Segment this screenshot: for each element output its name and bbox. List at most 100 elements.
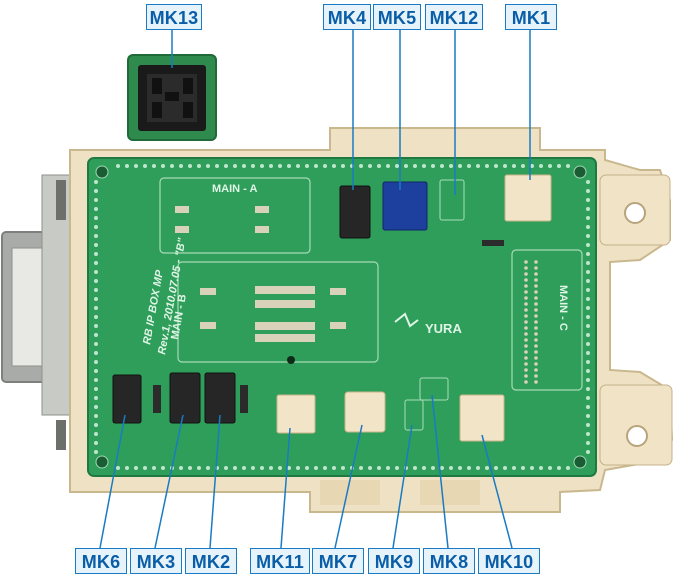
- pcb-hole: [422, 164, 426, 168]
- pcb-hole: [215, 164, 219, 168]
- pcb-hole: [586, 207, 590, 211]
- pcb-hole: [586, 423, 590, 427]
- label-mk6: MK6: [75, 548, 127, 574]
- pcb-hole: [524, 296, 528, 300]
- pcb-hole: [377, 466, 381, 470]
- pcb-hole: [534, 272, 538, 276]
- pcb-hole: [94, 333, 98, 337]
- relay-mk13: [127, 54, 217, 141]
- pcb-hole: [534, 332, 538, 336]
- pcb-hole: [152, 466, 156, 470]
- pcb-hole: [524, 362, 528, 366]
- pcb-hole: [534, 374, 538, 378]
- pcb-hole: [539, 466, 543, 470]
- pcb-hole: [179, 164, 183, 168]
- pcb-hole: [494, 466, 498, 470]
- pcb-hole: [524, 284, 528, 288]
- pcb-hole: [94, 405, 98, 409]
- pcb-hole: [152, 164, 156, 168]
- label-mk10: MK10: [478, 548, 540, 574]
- pcb-hole: [458, 164, 462, 168]
- label-mk1: MK1: [505, 4, 557, 30]
- pcb-hole: [524, 380, 528, 384]
- pcb-hole: [143, 466, 147, 470]
- pcb-hole: [458, 466, 462, 470]
- pcb-hole: [251, 164, 255, 168]
- pcb-hole: [534, 326, 538, 330]
- pcb-hole: [242, 466, 246, 470]
- pcb-hole: [323, 164, 327, 168]
- pcb-hole: [586, 414, 590, 418]
- pcb-hole: [188, 164, 192, 168]
- pcb-hole: [94, 360, 98, 364]
- pcb-hole: [524, 290, 528, 294]
- pcb-hole: [521, 164, 525, 168]
- pcb-hole: [341, 164, 345, 168]
- pcb-hole: [431, 164, 435, 168]
- pcb-hole: [94, 270, 98, 274]
- pcb-hole: [512, 164, 516, 168]
- pcb-hole: [161, 164, 165, 168]
- pcb-hole: [314, 164, 318, 168]
- pcb-hole: [548, 164, 552, 168]
- label-mk11: MK11: [250, 548, 310, 574]
- pcb-hole: [386, 466, 390, 470]
- pcb-hole: [586, 396, 590, 400]
- pcb-hole: [524, 320, 528, 324]
- pcb-hole: [586, 324, 590, 328]
- pcb-hole: [413, 466, 417, 470]
- pcb-hole: [94, 315, 98, 319]
- pcb-hole: [94, 225, 98, 229]
- pcb-hole: [404, 164, 408, 168]
- pcb-hole: [586, 297, 590, 301]
- pcb-hole: [94, 234, 98, 238]
- pcb-hole: [224, 164, 228, 168]
- pcb-hole: [494, 164, 498, 168]
- pcb-hole: [94, 414, 98, 418]
- pcb-hole: [269, 466, 273, 470]
- pcb-hole: [524, 374, 528, 378]
- pcb-hole: [260, 466, 264, 470]
- pcb-hole: [534, 284, 538, 288]
- pcb-hole: [534, 350, 538, 354]
- pcb-hole: [586, 342, 590, 346]
- pcb-hole: [94, 207, 98, 211]
- pcb-hole: [586, 306, 590, 310]
- pcb-hole: [278, 466, 282, 470]
- pcb-hole: [94, 288, 98, 292]
- pcb-hole: [534, 278, 538, 282]
- relay-mk8: [419, 377, 449, 401]
- pcb-hole: [94, 252, 98, 256]
- pcb-hole: [586, 243, 590, 247]
- pcb-hole: [586, 279, 590, 283]
- pcb-hole: [359, 466, 363, 470]
- pcb-hole: [586, 270, 590, 274]
- pcb-hole: [386, 164, 390, 168]
- relay-mk4: [339, 185, 371, 239]
- pcb-hole: [125, 164, 129, 168]
- pcb-hole: [534, 320, 538, 324]
- silk-logo: YURA: [425, 321, 462, 336]
- pcb-hole: [566, 466, 570, 470]
- label-mk12: MK12: [425, 4, 483, 30]
- pcb-hole: [586, 405, 590, 409]
- pcb-hole: [524, 344, 528, 348]
- pcb-hole: [179, 466, 183, 470]
- pcb-hole: [94, 369, 98, 373]
- pcb-hole: [534, 356, 538, 360]
- pcb-hole: [524, 308, 528, 312]
- pcb-hole: [368, 466, 372, 470]
- label-mk13: MK13: [146, 4, 202, 30]
- pcb-hole: [524, 266, 528, 270]
- pcb-hole: [524, 278, 528, 282]
- pcb-hole: [395, 164, 399, 168]
- pcb-hole: [534, 362, 538, 366]
- pcb-hole: [94, 261, 98, 265]
- pcb-hole: [341, 466, 345, 470]
- pcb-hole: [94, 243, 98, 247]
- pcb-hole: [476, 466, 480, 470]
- pin-strip: [524, 260, 538, 384]
- pcb-hole: [305, 164, 309, 168]
- pcb-hole: [485, 466, 489, 470]
